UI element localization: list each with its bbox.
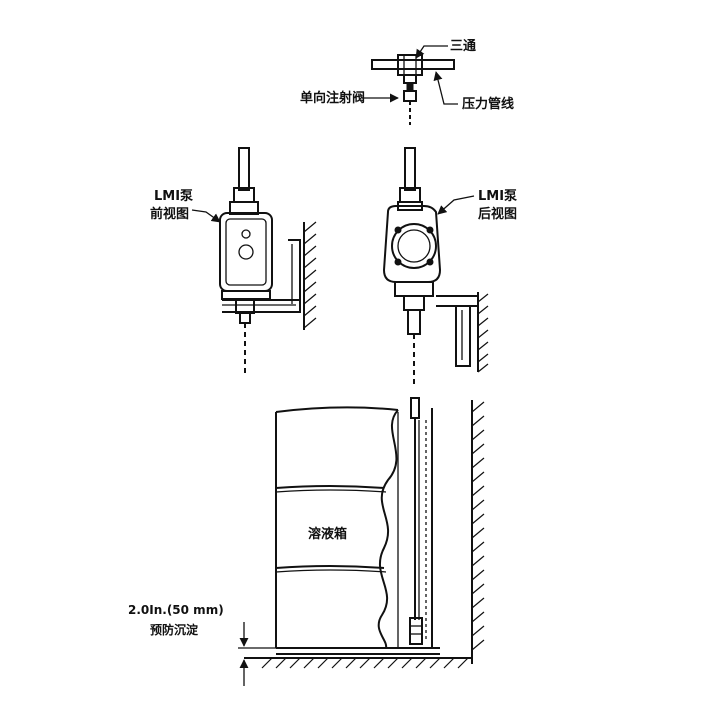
pump-front-view xyxy=(219,147,301,375)
clearance-dimension xyxy=(238,622,276,686)
leader-lines xyxy=(191,45,475,223)
label-pump-back-view: 后视图 xyxy=(478,206,517,222)
suction-tube xyxy=(409,397,427,645)
floor xyxy=(244,657,472,669)
label-tank: 溶液箱 xyxy=(308,526,347,542)
label-pump-front-title: LMI泵 xyxy=(154,189,193,204)
solution-tank xyxy=(275,406,440,655)
pump-back-view xyxy=(382,147,479,385)
check-valve xyxy=(403,82,417,125)
tee-fitting xyxy=(371,54,455,84)
label-check-valve: 单向注射阀 xyxy=(300,90,365,106)
label-tee: 三通 xyxy=(450,38,476,54)
wall-left-bracket xyxy=(303,221,317,330)
label-pump-back-title: LMI泵 xyxy=(478,189,517,204)
label-clearance-size: 2.0In.(50 mm) xyxy=(128,603,224,617)
label-clearance-purpose: 预防沉淀 xyxy=(150,622,199,637)
label-pressure-line: 压力管线 xyxy=(462,96,514,112)
wall-right-bracket xyxy=(477,292,489,373)
label-pump-front-view: 前视图 xyxy=(150,206,189,222)
wall-right-tank xyxy=(471,400,485,664)
